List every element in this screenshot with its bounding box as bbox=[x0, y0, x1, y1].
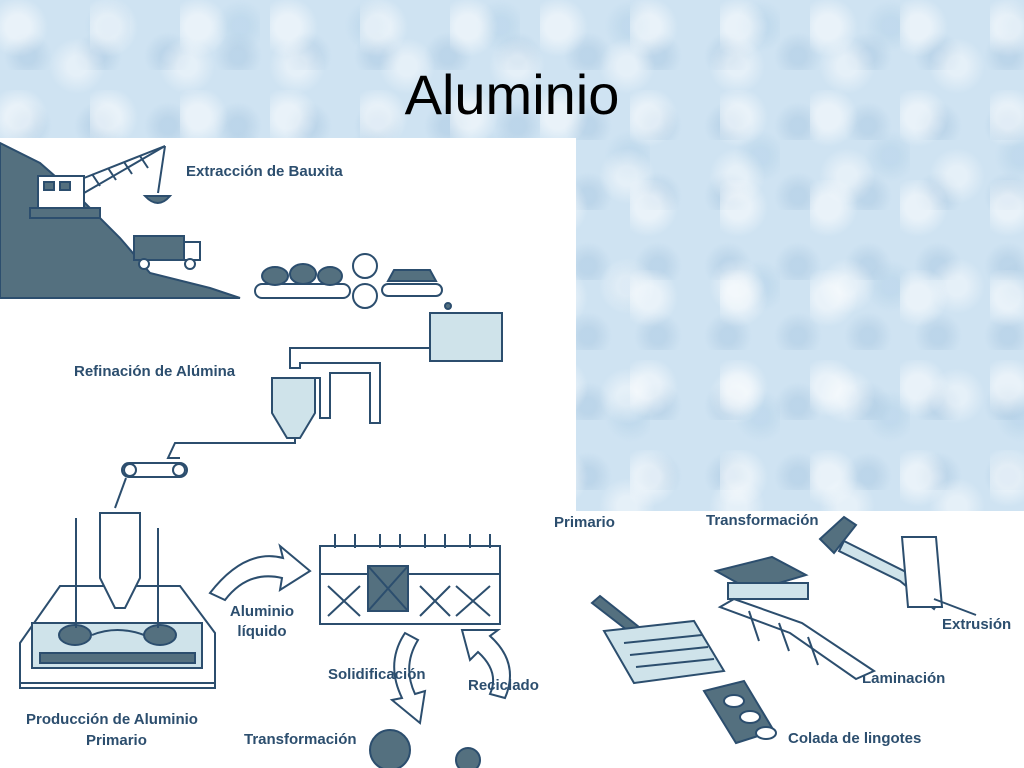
truck-icon bbox=[133, 235, 201, 270]
piping bbox=[289, 347, 430, 424]
downstream-process-diagram: Primario Transformación Extrusión Lamina… bbox=[544, 511, 1024, 768]
casting-furnace-icon bbox=[319, 534, 501, 625]
aluminium-process-diagram: Extracción de Bauxita Refinación de Alúm… bbox=[0, 138, 576, 768]
ingot-casting-icon bbox=[590, 594, 777, 745]
crusher-conveyor-icon bbox=[254, 253, 459, 320]
arrow-recycle-left bbox=[389, 631, 427, 725]
small-conveyor-icon bbox=[114, 462, 188, 509]
label-primary: Primario bbox=[554, 514, 615, 531]
label-lamination: Laminación bbox=[862, 670, 945, 687]
label-recycling: Reciclado bbox=[468, 677, 539, 694]
label-refining: Refinación de Alúmina bbox=[74, 363, 236, 380]
label-production-1: Producción de Aluminio bbox=[26, 711, 198, 728]
extrusion-press-icon bbox=[818, 515, 977, 616]
slide-title: Aluminio bbox=[404, 63, 620, 126]
arrow-recycle-right bbox=[460, 629, 511, 700]
rolling-mill-icon bbox=[713, 555, 877, 681]
label-ingot-casting: Colada de lingotes bbox=[788, 730, 921, 747]
label-solidification: Solidificación bbox=[328, 666, 426, 683]
gear-icon bbox=[369, 729, 481, 768]
electrolysis-cell-icon bbox=[19, 512, 216, 689]
settling-tank bbox=[429, 312, 503, 362]
label-transformation-right: Transformación bbox=[706, 512, 819, 529]
arrow-liquid bbox=[208, 543, 312, 602]
excavator-icon bbox=[29, 145, 173, 219]
label-liquid-2: líquido bbox=[237, 623, 286, 640]
label-transformation-left: Transformación bbox=[244, 731, 357, 748]
label-liquid-1: Aluminio bbox=[230, 603, 294, 620]
label-production-2: Primario bbox=[86, 732, 147, 749]
hopper bbox=[271, 377, 316, 439]
label-extraction: Extracción de Bauxita bbox=[186, 163, 343, 180]
label-extrusion: Extrusión bbox=[942, 616, 1011, 633]
